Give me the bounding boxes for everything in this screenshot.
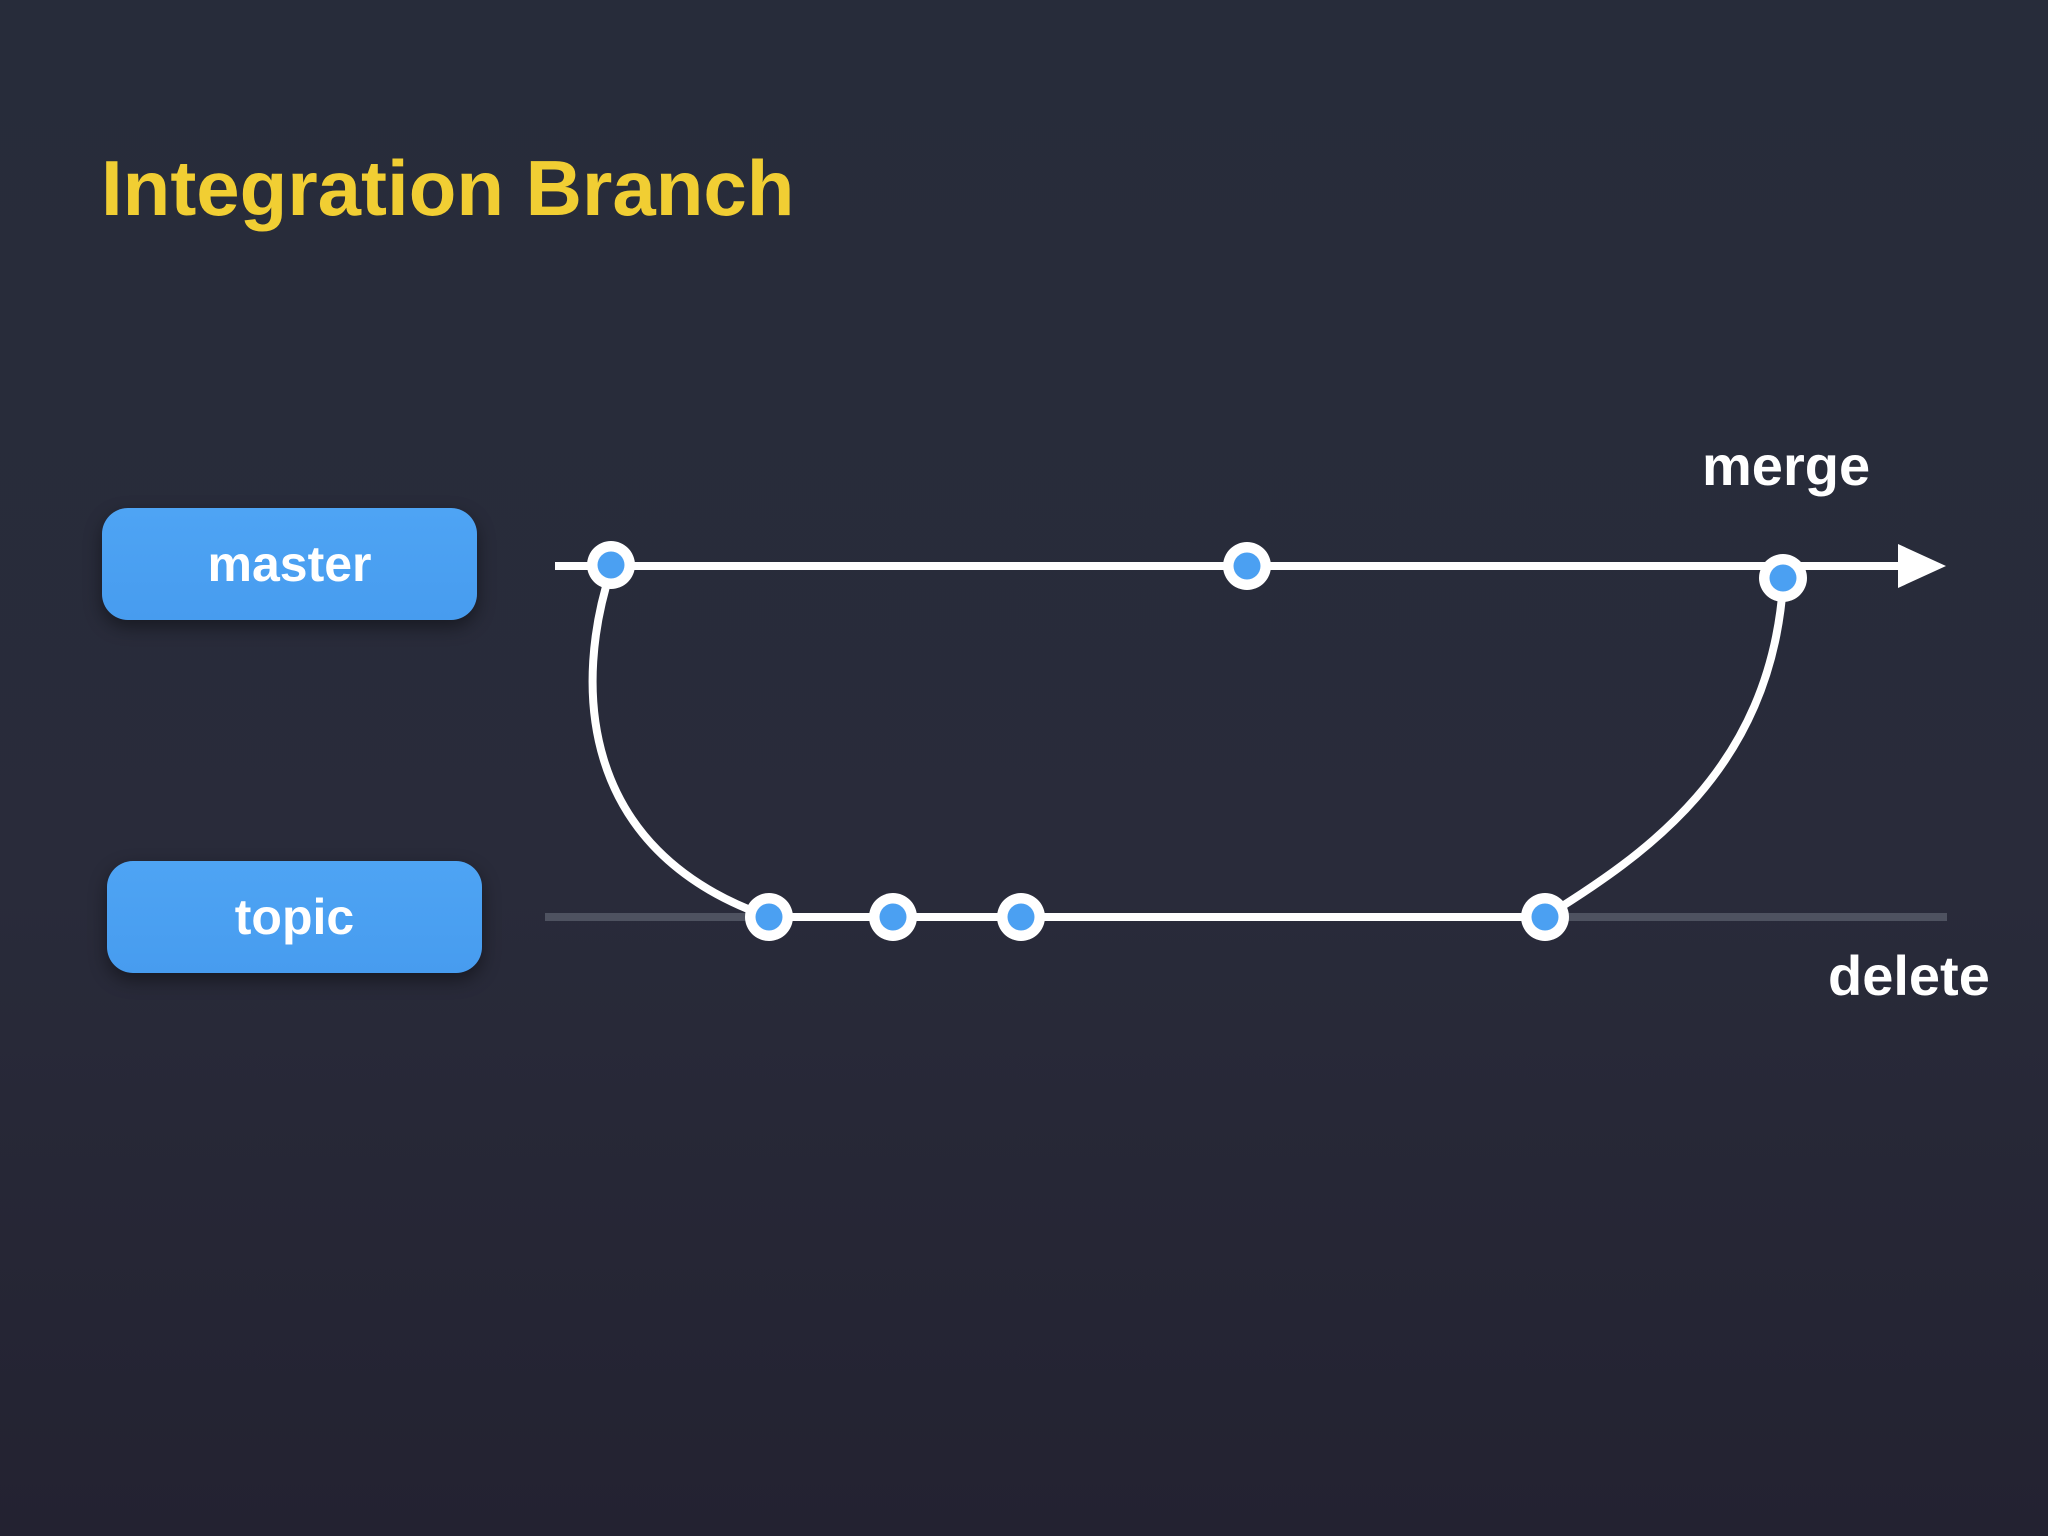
commit-dot-topic-4 bbox=[1521, 893, 1569, 941]
commit-dot-topic-3 bbox=[997, 893, 1045, 941]
commit-core bbox=[1531, 903, 1559, 931]
topic-branch-label: topic bbox=[107, 861, 482, 973]
commit-dot-merge bbox=[1759, 554, 1807, 602]
branch-off-curve bbox=[588, 566, 773, 921]
commit-core bbox=[755, 903, 783, 931]
commit-core bbox=[597, 551, 625, 579]
master-branch-label-text: master bbox=[207, 536, 372, 592]
commit-core bbox=[1233, 552, 1261, 580]
topic-branch-label-text: topic bbox=[234, 889, 355, 945]
commit-core bbox=[1769, 564, 1797, 592]
commit-core bbox=[1007, 903, 1035, 931]
merge-curve bbox=[1541, 581, 1787, 921]
commit-dot-topic-2 bbox=[869, 893, 917, 941]
commit-dot-master-1 bbox=[587, 541, 635, 589]
commit-core bbox=[879, 903, 907, 931]
delete-annotation: delete bbox=[1828, 944, 1990, 1007]
arrowhead-icon bbox=[1898, 544, 1946, 588]
master-branch-label: master bbox=[102, 508, 477, 620]
merge-annotation: merge bbox=[1702, 434, 1871, 497]
commit-dot-topic-1 bbox=[745, 893, 793, 941]
slide-title: Integration Branch bbox=[101, 144, 795, 232]
commit-dot-master-2 bbox=[1223, 542, 1271, 590]
